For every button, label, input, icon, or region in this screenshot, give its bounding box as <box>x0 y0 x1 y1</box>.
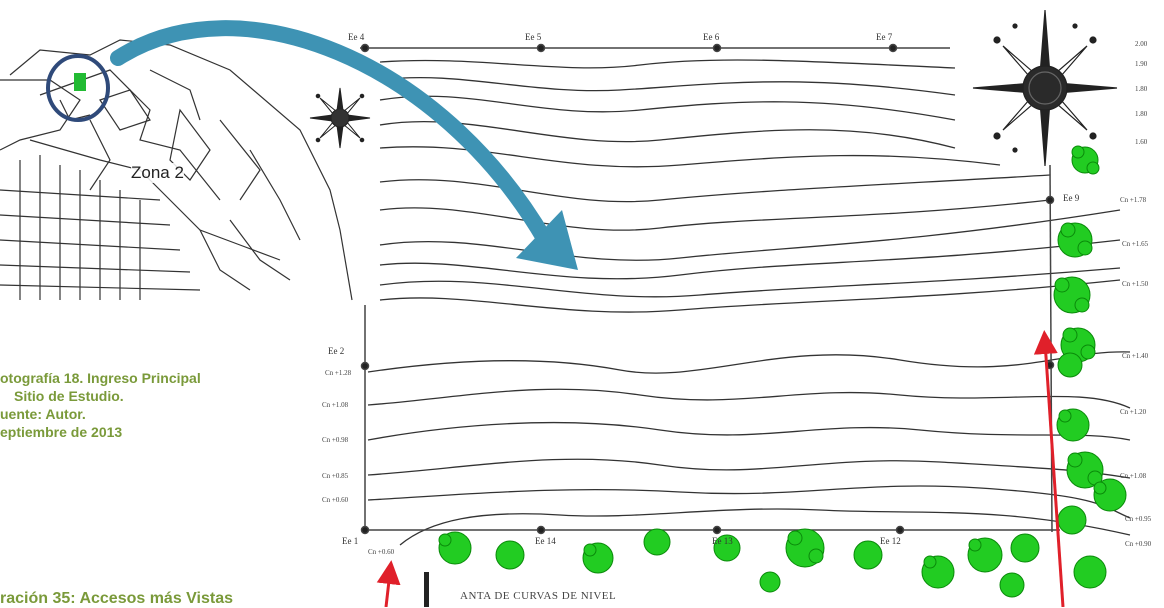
tree-icon <box>1010 533 1040 563</box>
tree-icon <box>713 534 741 562</box>
level-label: Cn +0.60 <box>368 548 395 556</box>
elevation-label: 2.00 <box>1135 40 1148 48</box>
tree-icon <box>999 572 1025 598</box>
axis-label: Ee 14 <box>535 536 556 546</box>
caption-line: uente: Autor. <box>0 406 86 422</box>
tree-icon <box>1073 555 1107 589</box>
contour-lines <box>367 59 1131 546</box>
axis-label: Ee 13 <box>712 536 733 546</box>
tree-icon <box>495 540 525 570</box>
tree-icon <box>1053 276 1091 314</box>
elevation-label: 1.60 <box>1135 138 1148 146</box>
level-label: Cn +1.65 <box>1122 240 1149 248</box>
tree-icon <box>438 531 472 565</box>
level-label: Cn +1.28 <box>325 369 352 377</box>
plan-title: ANTA DE CURVAS DE NIVEL <box>460 590 617 602</box>
access-marker-black <box>424 572 429 607</box>
tree-icon <box>643 528 671 556</box>
tree-icon <box>785 528 825 568</box>
axis-label: Ee 2 <box>328 346 345 356</box>
tree-icon <box>967 537 1003 573</box>
axis-label: Ee 7 <box>876 32 893 42</box>
level-label: Cn +1.20 <box>1120 408 1147 416</box>
tree-icon <box>853 540 883 570</box>
caption-line: Sitio de Estudio. <box>14 388 124 404</box>
level-label: Cn +1.50 <box>1122 280 1149 288</box>
tree-icon <box>1056 408 1090 442</box>
elevation-label: 1.90 <box>1135 60 1148 68</box>
caption-line: otografía 18. Ingreso Principal <box>0 370 201 386</box>
tree-icon <box>759 571 781 593</box>
axis-label: Ee 12 <box>880 536 901 546</box>
study-site-marker <box>74 73 86 91</box>
level-label: Cn +0.95 <box>1125 515 1152 523</box>
tree-icon <box>1057 352 1083 378</box>
level-label: Cn +1.08 <box>1120 472 1147 480</box>
access-arrows <box>376 330 1065 607</box>
location-map <box>0 30 380 301</box>
tree-icon <box>582 542 614 574</box>
compass-rose-small <box>309 87 371 149</box>
caption-line: eptiembre de 2013 <box>0 424 123 440</box>
location-circle <box>46 54 110 122</box>
level-label: Cn +0.98 <box>322 436 349 444</box>
tree-icon <box>921 555 955 589</box>
level-label: Cn +1.78 <box>1120 196 1147 204</box>
tree-icon <box>1057 222 1093 258</box>
axis-line-top <box>360 43 950 53</box>
axis-grid-lower <box>360 164 1060 535</box>
axis-label: Ee 4 <box>348 32 365 42</box>
elevation-label: 1.80 <box>1135 85 1148 93</box>
axis-label: Ee 6 <box>703 32 720 42</box>
axis-label: Ee 9 <box>1063 193 1080 203</box>
axis-label: Ee 5 <box>525 32 542 42</box>
blue-pointer-arrow <box>110 20 578 270</box>
compass-rose-large <box>972 9 1118 167</box>
tree-icon <box>1057 505 1087 535</box>
level-label: Cn +1.08 <box>322 401 349 409</box>
level-label: Cn +0.85 <box>322 472 349 480</box>
trees <box>438 145 1127 598</box>
level-label: Cn +0.90 <box>1125 540 1152 548</box>
level-label: Cn +0.60 <box>322 496 349 504</box>
elevation-label: 1.80 <box>1135 110 1148 118</box>
tree-icon <box>1093 478 1127 512</box>
illustration-caption: ración 35: Accesos más Vistas <box>0 590 234 607</box>
zone-label: Zona 2 <box>131 163 184 183</box>
tree-icon <box>1071 145 1100 175</box>
level-label: Cn +1.40 <box>1122 352 1149 360</box>
axis-label: Ee 1 <box>342 536 359 546</box>
